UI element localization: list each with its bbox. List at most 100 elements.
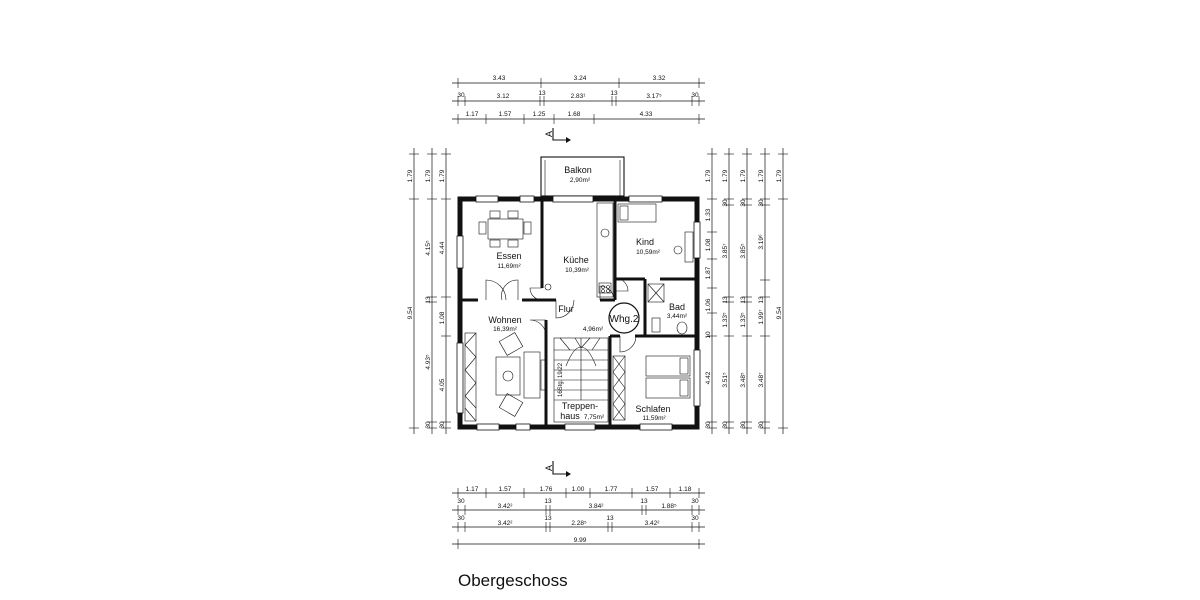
top-dim-2-5: 13	[610, 90, 618, 97]
top-dim-3-5: 4.33	[640, 111, 653, 118]
bottom-dim-3-3: 13	[544, 515, 552, 522]
bottom-dim-3-5: 13	[606, 515, 614, 522]
outer-walls	[456, 195, 701, 431]
top-dim-1-1: 3.43	[493, 75, 506, 82]
bad-name: Bad	[669, 302, 685, 312]
bottom-dim-1-5: 1.77	[605, 486, 618, 493]
right-dim-1-4: 1.87	[705, 266, 712, 279]
left-dim-3-5: 30	[439, 421, 446, 429]
left-dim-1-1: 1.79	[407, 169, 414, 182]
left-dim-2-1: 1.79	[425, 169, 432, 182]
right-dim-5-2: 9.54	[776, 306, 783, 319]
balcony: Balkon 2,90m²	[540, 156, 625, 197]
top-dim-3-1: 1.17	[466, 111, 479, 118]
bottom-dim-1-1: 1.17	[466, 486, 479, 493]
bottom-dim-3-6: 3.42²	[645, 520, 661, 527]
schlafen-name: Schlafen	[635, 404, 670, 414]
section-marker-bottom-label: A	[544, 465, 554, 471]
bottom-dim-3-2: 3.42²	[498, 520, 514, 527]
flur-area: 4,96m²	[583, 326, 604, 333]
top-dim-2-2: 3.12	[497, 93, 510, 100]
bottom-dim-3-1: 30	[457, 515, 465, 522]
flur-name: Flur	[558, 304, 574, 314]
right-dim-4-1: 1.79	[758, 169, 765, 182]
bottom-dim-2-4: 3.84²	[589, 503, 605, 510]
interior-walls	[462, 201, 695, 425]
right-dim-1-5: 1.06	[705, 298, 712, 311]
staircase: 16Stg. 19/22	[553, 337, 609, 423]
stair-label: 16Stg. 19/22	[558, 362, 564, 397]
bottom-dim-3-4: 2.28⁵	[571, 520, 587, 527]
furniture	[464, 202, 694, 422]
top-dim-2-3: 13	[538, 90, 546, 97]
top-dim-2-7: 30	[691, 92, 699, 99]
right-dim-3-1: 1.79	[740, 169, 747, 182]
left-dim-3-4: 4.05	[439, 378, 446, 391]
left-dim-3-1: 1.79	[439, 169, 446, 182]
balkon-area: 2,90m²	[570, 177, 591, 184]
section-marker-top: A	[544, 128, 571, 143]
right-dim-1-3: 1.08	[705, 238, 712, 251]
bottom-dim-3-7: 30	[691, 515, 699, 522]
right-dim-4-7: 30	[758, 421, 765, 429]
right-dim-2-3: 3.85⁷	[722, 243, 729, 259]
bottom-dim-2-6: 1.88⁵	[661, 503, 677, 510]
right-dim-2-5: 1.33⁵	[722, 312, 729, 328]
left-dim-1-2: 9.54	[407, 306, 414, 319]
kueche-name: Küche	[563, 255, 589, 265]
wohnen-area: 16,39m²	[493, 326, 518, 333]
left-dim-3-2: 4.44	[439, 241, 446, 254]
room-labels: Essen 11,69m² Küche 10,39m² Kind 10,59m²…	[488, 237, 688, 422]
right-dim-1-2: 1.33	[705, 208, 712, 221]
right-dim-1-7: 4.42	[705, 371, 712, 384]
essen-area: 11,69m²	[497, 263, 521, 270]
bottom-dim-1-3: 1.76	[540, 486, 553, 493]
bottom-dim-2-1: 30	[457, 498, 465, 505]
treppenhaus-name-2: haus	[560, 411, 580, 421]
right-dimension-chains: 1.79 1.33 1.08 1.87 1.06 10 4.42 30 1.79…	[705, 148, 788, 434]
top-dim-3-2: 1.57	[499, 111, 512, 118]
bottom-dim-1-6: 1.57	[646, 486, 659, 493]
left-dim-2-2: 4.15⁵	[425, 240, 432, 256]
right-dim-5-1: 1.79	[776, 169, 783, 182]
right-dim-3-5: 1.33⁵	[740, 312, 747, 328]
schlafen-area: 11,59m²	[642, 415, 666, 422]
right-dim-3-7: 30	[740, 421, 747, 429]
kind-area: 10,59m²	[636, 249, 661, 256]
top-dim-1-3: 3.32	[653, 75, 666, 82]
kueche-area: 10,39m²	[565, 267, 590, 274]
kind-name: Kind	[636, 237, 654, 247]
left-dim-2-5: 30	[425, 421, 432, 429]
top-dim-1-2: 3.24	[574, 75, 587, 82]
balkon-name: Balkon	[564, 165, 592, 175]
right-dim-2-1: 1.79	[722, 169, 729, 182]
treppenhaus-area: 7,75m²	[584, 414, 605, 421]
right-dim-3-6: 3.48⁵	[740, 372, 747, 388]
right-dim-4-6: 3.48⁷	[758, 372, 765, 388]
wohnen-name: Wohnen	[488, 315, 521, 325]
bottom-dim-1-7: 1.18	[679, 486, 692, 493]
right-dim-1-1: 1.79	[705, 169, 712, 182]
apartment-label: Whg.2	[610, 314, 639, 325]
right-dim-2-7: 30	[722, 421, 729, 429]
floor-title: Obergeschoss	[458, 571, 568, 590]
right-dim-2-4: 13	[722, 296, 729, 304]
top-dim-3-3: 1.25	[533, 111, 546, 118]
right-dim-4-5: 1.99⁷	[758, 309, 765, 325]
right-dim-4-2: 30	[758, 199, 765, 207]
right-dim-1-6: 10	[705, 331, 712, 339]
bottom-dimension-chains: 1.17 1.57 1.76 1.00 1.77 1.57 1.18 30 3.…	[452, 486, 705, 549]
section-marker-top-label: A	[544, 131, 554, 137]
top-dim-2-1: 30	[457, 92, 465, 99]
essen-name: Essen	[496, 251, 521, 261]
top-dim-2-4: 2.83¹	[571, 93, 587, 100]
apartment-badge: Whg.2	[608, 302, 640, 334]
right-dim-2-2: 30	[722, 199, 729, 207]
top-dim-3-4: 1.68	[568, 111, 581, 118]
right-dim-3-2: 30	[740, 199, 747, 207]
top-dim-2-6: 3.17⁵	[646, 93, 662, 100]
bottom-dim-2-5: 13	[640, 498, 648, 505]
right-dim-4-4: 13	[758, 296, 765, 304]
left-dim-2-3: 13	[425, 296, 432, 304]
